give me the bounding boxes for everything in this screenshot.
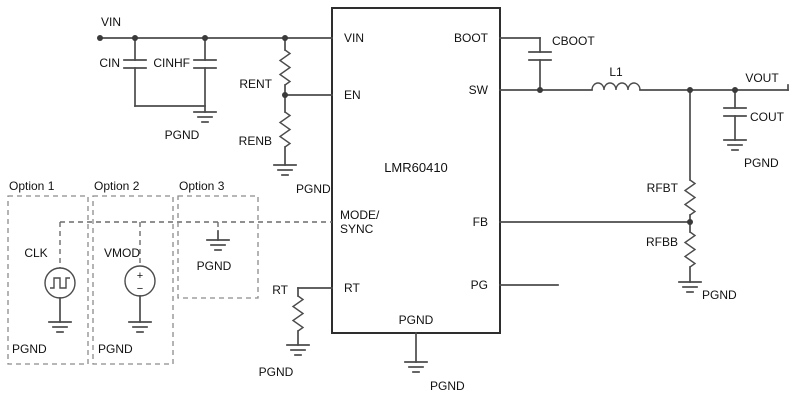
wire-mode-sync-dashed [59,221,332,268]
label-rfbt: RFBT [647,181,679,195]
label-cinhf: CINHF [153,56,190,70]
label-pgnd-input: PGND [165,128,200,142]
label-pgnd-rfbb: PGND [702,288,737,302]
label-rfbb: RFBB [646,235,678,249]
ground-cout [723,139,747,151]
option3-box [177,195,259,299]
vmod-source [124,265,156,323]
clk-source [44,267,76,323]
pin-label-fb: FB [473,215,488,229]
plus-sign: + [137,270,143,282]
label-cin: CIN [99,56,120,70]
label-pgnd-option3: PGND [197,259,232,273]
minus-sign: − [137,283,143,295]
pin-label-mode-line2: SYNC [340,222,374,236]
pin-label-pg: PG [471,278,488,292]
wire-vout [639,84,789,91]
pin-label-boot: BOOT [454,31,489,45]
l1-inductor [591,82,641,91]
ground-ic-pgnd [404,361,428,373]
option3-label: Option 3 [179,179,225,193]
label-pgnd-option2: PGND [98,342,133,356]
renb-resistor [278,94,292,166]
label-pgnd-renb: PGND [296,182,331,196]
ground-option3 [206,239,230,251]
option1-box [7,195,89,365]
net-label-vin: VIN [101,15,121,29]
option2-box [92,195,174,365]
ic-name: LMR60410 [384,160,448,175]
label-rt: RT [272,283,288,297]
pin-label-pgnd: PGND [399,313,434,327]
pin-label-mode-line1: MODE/ [340,208,380,222]
label-pgnd-cout: PGND [744,156,779,170]
label-pgnd-option1: PGND [12,342,47,356]
junction-dots [97,35,738,225]
label-cboot: CBOOT [552,34,595,48]
ground-renb [273,164,297,176]
label-clk: CLK [24,246,47,260]
ground-option1 [48,321,72,333]
ground-option2 [128,321,152,333]
pin-label-rt: RT [344,281,360,295]
label-pgnd-ic: PGND [430,379,465,393]
rt-resistor [291,287,333,346]
pin-label-sw: SW [469,83,489,97]
cinhf-capacitor [193,37,217,113]
label-l1: L1 [609,65,623,79]
ground-rfbb [678,281,702,293]
rfbb-resistor [683,221,697,283]
cboot-capacitor [499,37,552,91]
label-cout: COUT [750,110,785,124]
rfbt-resistor [683,89,697,223]
ground-rt [286,344,310,356]
ground-input-caps [193,111,217,123]
rent-resistor [278,37,292,96]
cout-capacitor [723,89,747,141]
net-label-vout: VOUT [745,71,779,85]
label-pgnd-rt: PGND [259,365,294,379]
option1-label: Option 1 [9,179,55,193]
pin-label-en: EN [344,88,361,102]
pin-label-vin: VIN [344,31,364,45]
ic-body [331,7,501,334]
option2-label: Option 2 [94,179,140,193]
cin-capacitor [123,37,206,107]
label-vmod: VMOD [104,246,140,260]
label-renb: RENB [239,134,272,148]
label-rent: RENT [239,77,272,91]
square-wave-icon [50,277,70,289]
